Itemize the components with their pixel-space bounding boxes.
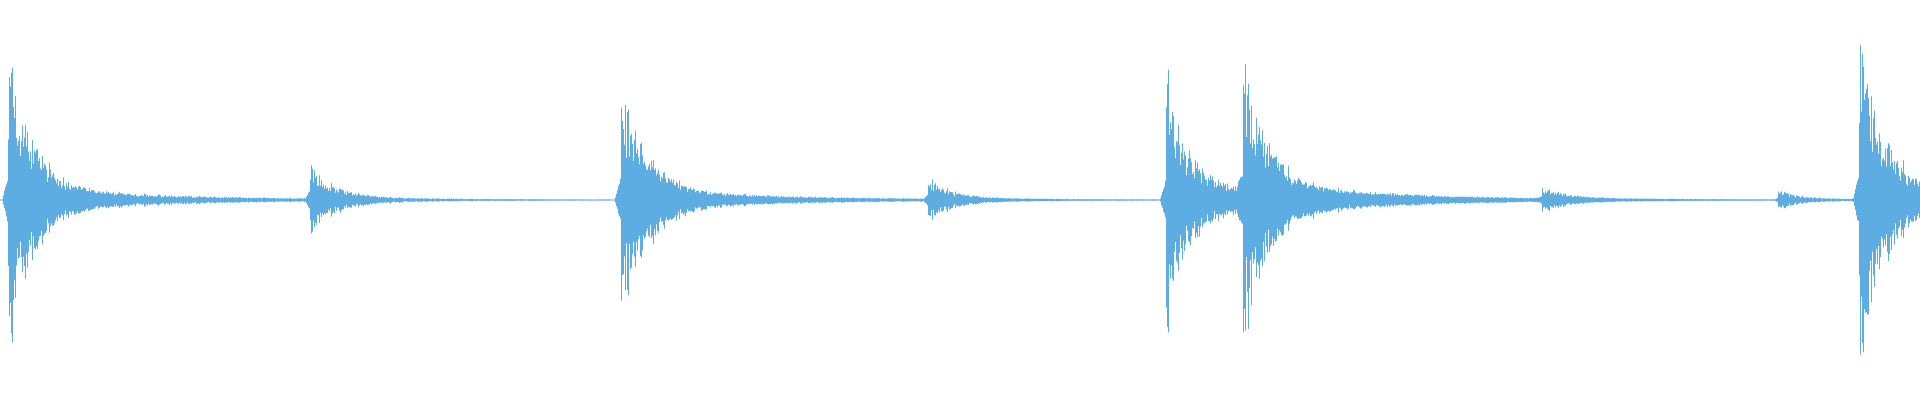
waveform-trace bbox=[0, 44, 1920, 355]
